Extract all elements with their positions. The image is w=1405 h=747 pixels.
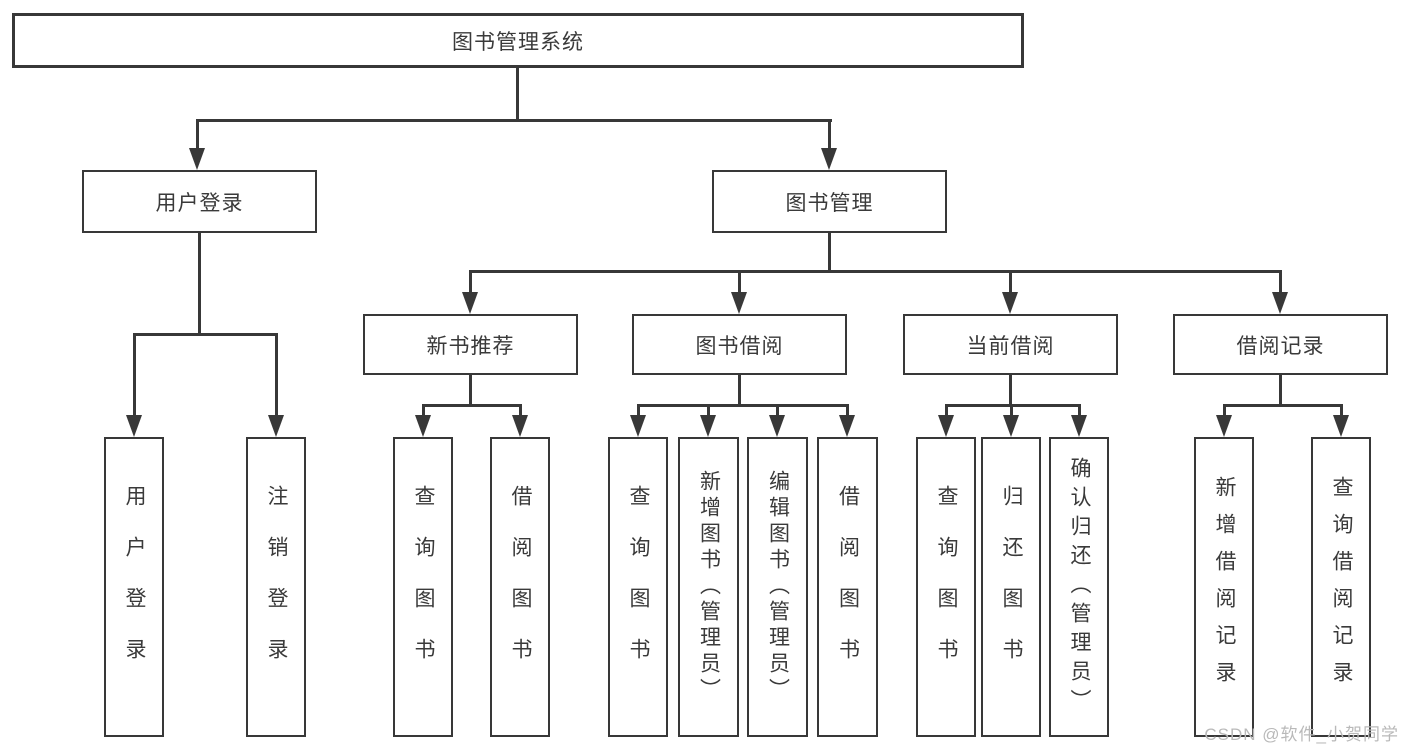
node-new-book-recommend: 新书推荐 [363,314,578,375]
node-label: 图书借阅 [695,334,784,358]
leaf-borrow-query-books: 查询图书 [608,437,668,737]
connector-book-mgmt-vertical [828,233,831,273]
arrow-to-leaf-user-login [126,415,142,437]
arrow-to-bb-edit-books [769,415,785,437]
connector-root-vertical [516,67,519,121]
connector-leg-user-login [196,119,199,151]
arrow-to-borrow-records [1272,292,1288,314]
connector-leg-rec-query [422,404,425,417]
arrow-to-cb-query-books [938,415,954,437]
arrow-to-bb-borrow-books [839,415,855,437]
leaf-borrow-edit-books-admin: 编辑图书（管理员） [747,437,808,737]
connector-leg-bb-borrow [846,404,849,417]
arrow-to-book-borrow [731,292,747,314]
connector-leg-current-borrow [1009,270,1012,294]
connector-new-book-vertical [469,375,472,406]
leaf-current-return-books: 归还图书 [981,437,1041,737]
leaf-user-login: 用户登录 [104,437,164,737]
node-label: 当前借阅 [966,334,1055,358]
node-book-management: 图书管理 [712,170,947,233]
connector-leg-bb-add [707,404,710,417]
arrow-to-leaf-logout [268,415,284,437]
arrow-to-new-book-recommend [462,292,478,314]
arrow-to-cb-return-books [1003,415,1019,437]
connector-current-borrow-vertical [1009,375,1012,406]
node-label: 新书推荐 [426,334,515,358]
connector-leg-cb-return [1010,404,1013,417]
node-label: 图书管理系统 [452,30,584,54]
leaf-logout: 注销登录 [246,437,306,737]
connector-leg-new-book [469,270,472,294]
arrow-to-br-query-record [1333,415,1349,437]
arrow-to-bb-add-books [700,415,716,437]
connector-leg-book-borrow [738,270,741,294]
node-borrow-records: 借阅记录 [1173,314,1388,375]
node-label: 借阅记录 [1236,334,1325,358]
leaf-current-confirm-return-admin: 确认归还（管理员） [1049,437,1109,737]
connector-borrow-records-vertical [1279,375,1282,406]
csdn-watermark: CSDN @软件_小贺同学 [1204,725,1399,744]
node-user-login: 用户登录 [82,170,317,233]
connector-leg-cb-confirm [1078,404,1081,417]
arrow-to-user-login [189,148,205,170]
arrow-to-rec-borrow-books [512,415,528,437]
leaf-borrow-borrow-books: 借阅图书 [817,437,878,737]
connector-leg-br-query [1340,404,1343,417]
connector-book-mgmt-horizontal [469,270,1282,273]
leaf-records-add-borrow-record: 新增借阅记录 [1194,437,1254,737]
connector-book-borrow-vertical [738,375,741,406]
arrow-to-rec-query-books [415,415,431,437]
node-label: 用户登录 [155,191,244,215]
arrow-to-br-add-record [1216,415,1232,437]
connector-leg-cb-query [945,404,948,417]
connector-user-login-horizontal [133,333,278,336]
connector-leg-bb-query [637,404,640,417]
leaf-recommend-borrow-books: 借阅图书 [490,437,550,737]
arrow-to-bb-query-books [630,415,646,437]
node-current-borrow: 当前借阅 [903,314,1118,375]
node-library-management-system: 图书管理系统 [12,13,1024,68]
leaf-borrow-add-books-admin: 新增图书（管理员） [678,437,739,737]
leaf-records-query-borrow-record: 查询借阅记录 [1311,437,1371,737]
leaf-current-query-books: 查询图书 [916,437,976,737]
node-book-borrow: 图书借阅 [632,314,847,375]
arrow-to-book-management [821,148,837,170]
connector-leg-leaf-logout [275,333,278,417]
connector-root-horizontal [196,119,832,122]
connector-new-book-horizontal [422,404,522,407]
connector-current-borrow-horizontal [945,404,1081,407]
arrow-to-current-borrow [1002,292,1018,314]
connector-leg-bb-edit [776,404,779,417]
connector-leg-br-add [1223,404,1226,417]
leaf-recommend-query-books: 查询图书 [393,437,453,737]
connector-leg-leaf-user-login [133,333,136,417]
arrow-to-cb-confirm-return [1071,415,1087,437]
connector-user-login-vertical [198,233,201,336]
connector-leg-borrow-records [1279,270,1282,294]
connector-book-borrow-horizontal [637,404,849,407]
node-label: 图书管理 [785,191,874,215]
connector-leg-book-management [828,119,831,151]
connector-leg-rec-borrow [519,404,522,417]
connector-borrow-records-horizontal [1223,404,1343,407]
